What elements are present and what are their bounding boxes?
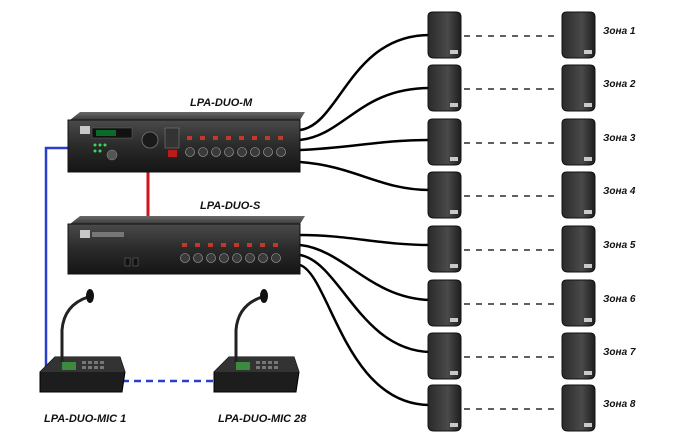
amplifier-slave-unit xyxy=(67,216,305,275)
amplifier-main-label: LPA-DUO-M xyxy=(190,97,253,109)
speaker-icon xyxy=(427,332,462,380)
speaker-icon xyxy=(561,384,596,432)
zone-label: Зона 6 xyxy=(603,294,636,305)
zone-label: Зона 3 xyxy=(603,133,636,144)
speaker-icon xyxy=(427,279,462,327)
zones-group: Зона 1 Зона 2 Зона 3 Зона 4 Зона 5 Зона 6 Зона… xyxy=(427,11,636,432)
amplifier-slave-label: LPA-DUO-S xyxy=(200,200,261,212)
speaker-icon xyxy=(427,11,462,59)
zone-row: Зона 1 xyxy=(427,11,636,59)
mic-console-2-label: LPA-DUO-MIC 28 xyxy=(218,413,307,425)
mic-console-2 xyxy=(213,289,300,393)
zone-label: Зона 7 xyxy=(603,347,636,358)
zone-row: Зона 6 xyxy=(427,279,636,327)
speaker-icon xyxy=(561,64,596,112)
speaker-icon xyxy=(427,384,462,432)
zone-label: Зона 8 xyxy=(603,399,636,410)
zone-row: Зона 5 xyxy=(427,225,636,273)
speaker-icon xyxy=(561,332,596,380)
zone-label: Зона 4 xyxy=(603,186,636,197)
zone-row: Зона 3 xyxy=(427,118,636,166)
speaker-icon xyxy=(427,118,462,166)
speaker-icon xyxy=(561,225,596,273)
zone-label: Зона 1 xyxy=(603,26,636,37)
mic-console-1-label: LPA-DUO-MIC 1 xyxy=(44,413,126,425)
speaker-icon xyxy=(561,171,596,219)
zone-row: Зона 4 xyxy=(427,171,636,219)
zone-label: Зона 2 xyxy=(603,79,636,90)
mic-bus-cable xyxy=(44,146,218,383)
speaker-icon xyxy=(561,11,596,59)
zone-row: Зона 8 xyxy=(427,384,636,432)
speaker-icon xyxy=(427,225,462,273)
speaker-icon xyxy=(561,279,596,327)
mic-console-1 xyxy=(39,289,126,393)
amplifier-main-unit xyxy=(67,112,305,173)
zone-label: Зона 5 xyxy=(603,240,636,251)
main-amp-speaker-cables xyxy=(299,33,431,192)
slave-amp-speaker-cables xyxy=(299,233,431,407)
speaker-icon xyxy=(561,118,596,166)
zone-row: Зона 2 xyxy=(427,64,636,112)
speaker-icon xyxy=(427,171,462,219)
speaker-icon xyxy=(427,64,462,112)
zone-row: Зона 7 xyxy=(427,332,636,380)
